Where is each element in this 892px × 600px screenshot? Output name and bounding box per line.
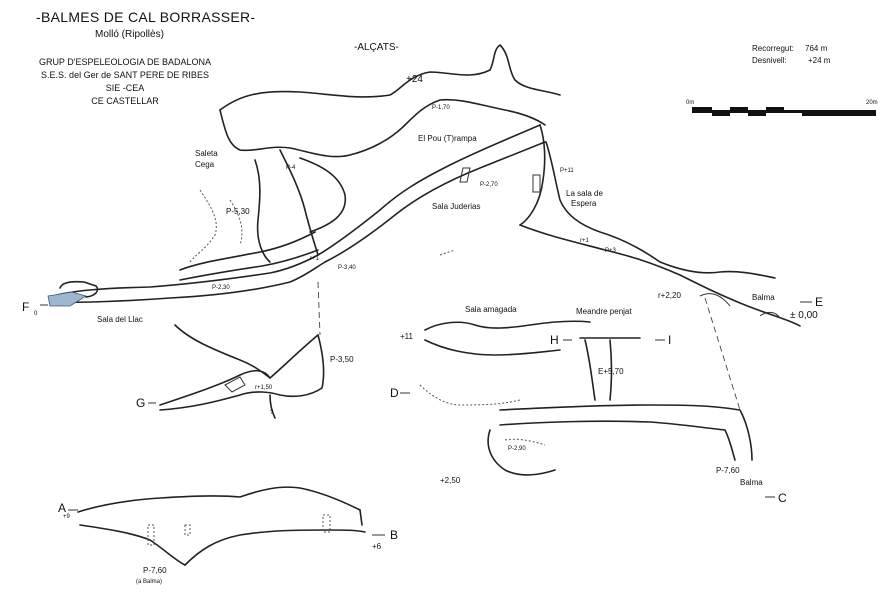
label-a: A	[58, 501, 67, 515]
label-r1a: r+1	[580, 238, 589, 244]
label-plus9: +9	[63, 514, 70, 520]
label-plus24: +24	[406, 74, 423, 85]
label-plus250: +2,50	[440, 476, 461, 485]
label-f0: 0	[34, 311, 38, 317]
label-b: B	[390, 528, 399, 542]
connection-arrows	[40, 301, 812, 536]
label-saleta-1: Saleta	[195, 149, 218, 158]
label-plus11: +11	[400, 332, 413, 341]
section-g	[159, 281, 325, 419]
label-p4: P-4	[286, 165, 296, 171]
label-p760: P-7,60	[716, 466, 740, 475]
group-2: S.E.S. del Ger de SANT PERE DE RIBES	[41, 70, 209, 80]
label-p350: P-3,50	[330, 355, 354, 364]
label-p760b: P-7,60	[143, 566, 167, 575]
label-balma-c: Balma	[740, 478, 763, 487]
label-espera-1: La sala de	[566, 189, 603, 198]
label-p270: P-2,70	[480, 182, 498, 188]
main-gallery	[47, 124, 801, 327]
label-p170: P-1,70	[432, 105, 450, 111]
label-e: E	[815, 295, 824, 309]
label-c: C	[778, 491, 787, 505]
label-e0: ± 0,00	[790, 310, 818, 321]
label-e570: E+5,70	[598, 367, 624, 376]
group-4: CE CASTELLAR	[91, 96, 159, 106]
label-plus6: +6	[372, 542, 382, 551]
label-sala-juderias: Sala Juderias	[432, 202, 481, 211]
label-sala-amagada: Sala amagada	[465, 305, 517, 314]
section-label: -ALÇATS-	[354, 42, 399, 53]
label-p3: P+3	[605, 248, 616, 254]
length-label: Recorregut:	[752, 44, 794, 53]
label-balma-e: Balma	[752, 293, 775, 302]
label-p11: P+11	[560, 168, 574, 174]
length-value: 764 m	[805, 44, 828, 53]
label-i: I	[668, 333, 672, 347]
label-r150: r+1,50	[255, 385, 273, 391]
label-sala-llac: Sala del Llac	[97, 315, 143, 324]
label-espera-2: Espera	[571, 199, 597, 208]
label-saleta-2: Cega	[195, 160, 215, 169]
section-a	[77, 486, 366, 566]
label-question: ?	[270, 410, 274, 416]
label-f: F	[22, 300, 30, 314]
depth-label: Desnivell:	[752, 56, 787, 65]
label-h: H	[550, 333, 559, 347]
label-d: D	[390, 386, 399, 400]
upper-chimneys	[179, 44, 561, 281]
depth-value: +24 m	[808, 56, 831, 65]
scale-bar	[692, 107, 876, 116]
location-label: Molló (Ripollès)	[95, 29, 164, 40]
label-a-balma: (a Balma)	[136, 579, 163, 585]
survey-title: -BALMES DE CAL BORRASSER-	[36, 9, 256, 25]
label-meandre: Meandre penjat	[576, 307, 632, 316]
label-p290: P-2,90	[508, 446, 526, 452]
scale-end: 20m	[866, 100, 878, 106]
label-r220: r+2,20	[658, 291, 681, 300]
label-p530: P-5,30	[226, 207, 250, 216]
section-d	[419, 297, 753, 476]
label-g: G	[136, 396, 146, 410]
scale-start: 0m	[686, 100, 695, 106]
label-p340: P-3,40	[338, 265, 356, 271]
label-pou-trampa: El Pou (T)rampa	[418, 134, 477, 143]
label-p230: P-2,30	[212, 285, 230, 291]
label-r1b: r+1	[310, 256, 319, 262]
group-1: GRUP D'ESPELEOLOGIA DE BADALONA	[38, 57, 212, 67]
group-3: SIE -CEA	[105, 83, 145, 93]
